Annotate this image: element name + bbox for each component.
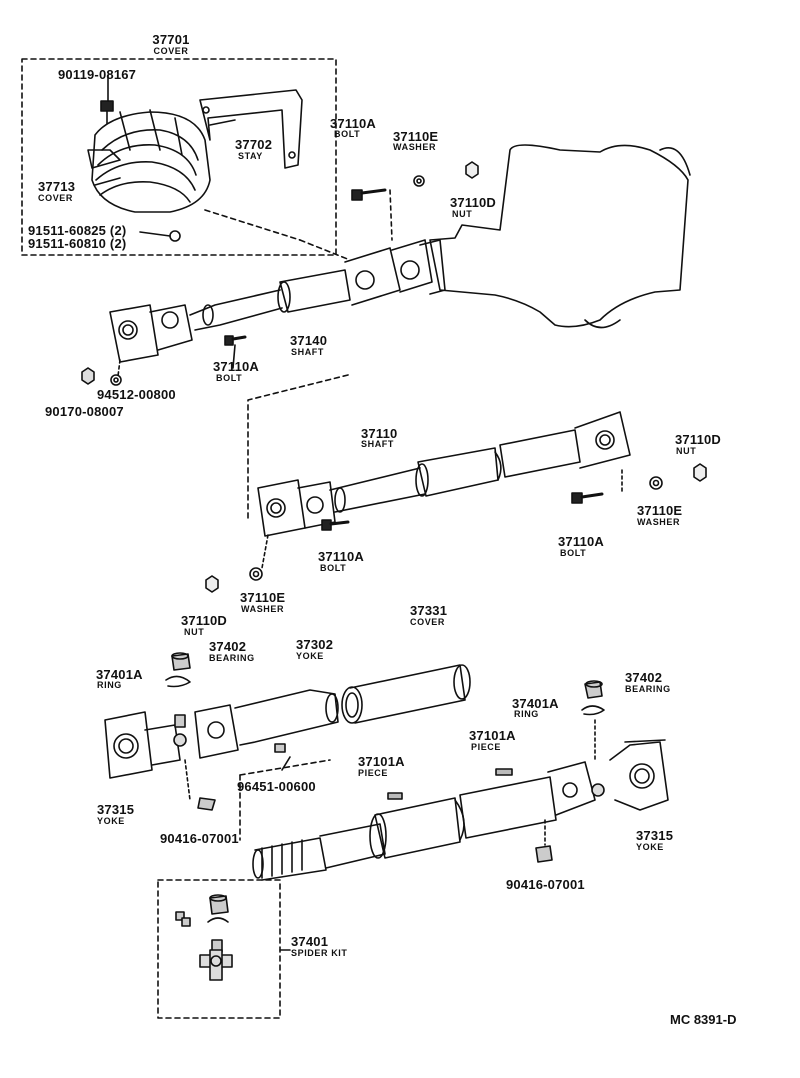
part-name-cover-37713: COVER — [38, 193, 74, 203]
part-name-nut-low: NUT — [184, 627, 205, 637]
nut-37110d-right-shape — [694, 464, 706, 481]
yoke-37315-right-shape — [610, 740, 668, 810]
part-number-94512-00800: 94512-00800 — [97, 387, 176, 402]
part-name-ring-left: RING — [97, 680, 122, 690]
part-number-37401: 37401 — [291, 934, 329, 949]
diagram-reference-code: MC 8391-D — [670, 1012, 737, 1027]
part-name-washer-right: WASHER — [637, 517, 681, 527]
piece-37101a-right-shape — [496, 769, 512, 775]
part-number-37110d-low: 37110D — [181, 613, 228, 628]
cover-assembly-dashed-box — [22, 59, 336, 255]
part-number-37110e-low: 37110E — [240, 590, 286, 605]
part-number-37401a-left: 37401A — [96, 667, 143, 682]
part-number-37110e-right: 37110E — [637, 503, 683, 518]
part-number-90416-07001-right: 90416-07001 — [506, 877, 585, 892]
bearing-37402-left-shape — [172, 653, 190, 670]
part-number-37701: 37701 — [152, 32, 190, 47]
transmission-outline — [430, 145, 688, 327]
stay-37702-shape — [200, 90, 302, 168]
washer-94512-shape — [111, 375, 121, 385]
part-name-nut-right: NUT — [676, 446, 697, 456]
part-name-bearing-right: BEARING — [625, 684, 671, 694]
bolt-37110a-right-shape — [572, 493, 602, 503]
part-number-37402-right: 37402 — [625, 670, 663, 685]
part-number-96451-00600: 96451-00600 — [237, 779, 316, 794]
part-name-bearing-left: BEARING — [209, 653, 255, 663]
nut-90170-shape — [82, 368, 94, 384]
part-number-37110a-mid: 37110A — [213, 359, 260, 374]
part-name-ring-right: RING — [514, 709, 539, 719]
part-number-37110d-top: 37110D — [450, 195, 497, 210]
part-name-washer-top: WASHER — [393, 142, 437, 152]
piece-37101a-left-shape — [388, 793, 402, 799]
fitting-90416-right-shape — [536, 846, 552, 862]
part-number-90170-08007: 90170-08007 — [45, 404, 124, 419]
part-name-yoke-37315-right: YOKE — [636, 842, 664, 852]
bearing-37402-right-shape — [585, 681, 602, 698]
ring-37401a-left-shape — [166, 676, 190, 686]
part-number-37713: 37713 — [38, 179, 76, 194]
nut-37110d-top-shape — [466, 162, 478, 178]
part-number-37110d-right: 37110D — [675, 432, 722, 447]
fitting-90416-left-shape — [198, 798, 215, 810]
part-name-washer-low: WASHER — [241, 604, 285, 614]
part-number-37331: 37331 — [410, 603, 448, 618]
spider-kit-dashed-box — [158, 880, 280, 1018]
part-number-37110a-right: 37110A — [558, 534, 605, 549]
part-number-91511-60825: 91511-60825 (2) — [28, 223, 127, 238]
part-number-91511-60810: 91511-60810 (2) — [28, 236, 127, 251]
part-name-piece-right: PIECE — [471, 742, 502, 752]
part-number-37110a-low: 37110A — [318, 549, 365, 564]
part-name-bolt-top: BOLT — [334, 129, 361, 139]
part-name-nut-top: NUT — [452, 209, 473, 219]
yoke-37315-left-shape — [105, 712, 186, 778]
ring-37401a-right-shape — [582, 706, 604, 715]
spider-kit-shape — [176, 895, 232, 980]
part-number-37110e-top: 37110E — [393, 129, 439, 144]
shaft-main-bottom-shape — [253, 762, 604, 880]
part-number-37702: 37702 — [235, 137, 273, 152]
part-name-spider-kit: SPIDER KIT — [291, 948, 348, 958]
bolt-37110a-low-shape — [322, 520, 348, 530]
part-number-37315-left: 37315 — [97, 802, 135, 817]
clip-91511-shape — [170, 231, 180, 241]
washer-37110e-right-shape — [650, 477, 662, 489]
part-number-37140: 37140 — [290, 333, 328, 348]
part-number-37101a-left: 37101A — [358, 754, 405, 769]
cover-37713-shape — [88, 110, 210, 212]
part-name-piece-left: PIECE — [358, 768, 389, 778]
part-name-stay: STAY — [238, 151, 263, 161]
bolt-37110a-top-shape — [352, 190, 385, 200]
part-number-37110a-top: 37110A — [330, 116, 377, 131]
bolt-90119-shape — [101, 101, 113, 124]
part-name-cover-37701: COVER — [153, 46, 189, 56]
part-number-37101a-right: 37101A — [469, 728, 516, 743]
nut-37110d-low-shape — [206, 576, 218, 592]
part-name-bolt-right: BOLT — [560, 548, 587, 558]
part-number-90119-08167: 90119-08167 — [58, 67, 137, 82]
part-name-bolt-mid: BOLT — [216, 373, 243, 383]
part-name-cover-37331: COVER — [410, 617, 446, 627]
part-number-37401a-right: 37401A — [512, 696, 559, 711]
bolt-37110a-mid-shape — [225, 336, 245, 345]
part-name-yoke-37315-left: YOKE — [97, 816, 125, 826]
shaft-37110-shape — [258, 412, 630, 536]
part-number-37110: 37110 — [361, 426, 398, 441]
part-number-37402-left: 37402 — [209, 639, 247, 654]
yoke-37302-shape — [195, 690, 338, 758]
shaft-37140-shape — [110, 240, 445, 362]
cover-37331-shape — [342, 665, 470, 723]
part-name-shaft-37140: SHAFT — [291, 347, 324, 357]
part-number-37302: 37302 — [296, 637, 334, 652]
part-number-90416-07001-left: 90416-07001 — [160, 831, 239, 846]
part-number-37315-right: 37315 — [636, 828, 674, 843]
part-name-bolt-low: BOLT — [320, 563, 347, 573]
washer-37110e-low-shape — [250, 568, 262, 580]
grease-96451-shape — [275, 744, 285, 752]
part-name-shaft-37110: SHAFT — [361, 439, 394, 449]
part-name-yoke-37302: YOKE — [296, 651, 324, 661]
washer-37110e-top-shape — [414, 176, 424, 186]
